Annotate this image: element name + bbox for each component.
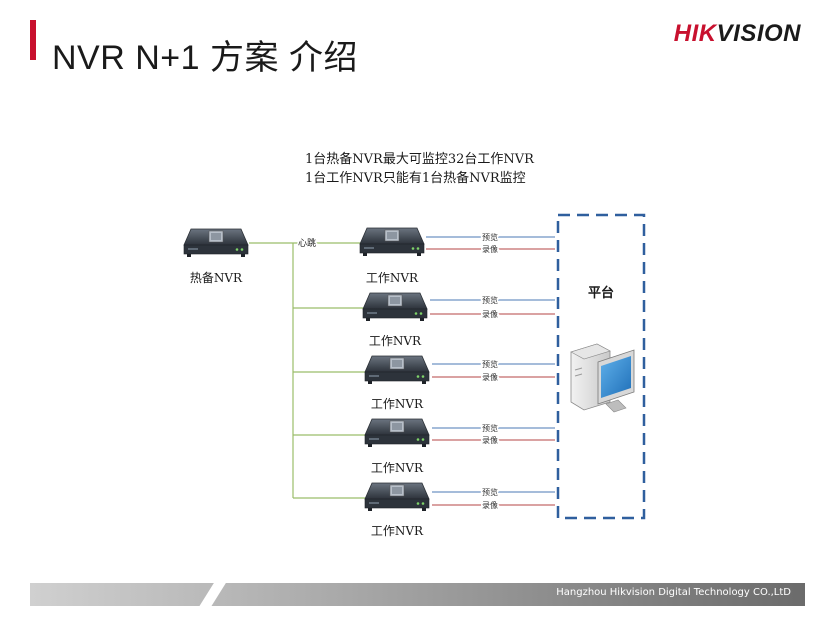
- work-nvr-unit: 工作NVR 预览 录像: [364, 418, 555, 475]
- computer-icon: [570, 343, 635, 413]
- work-nvr-unit: 工作NVR 预览 录像: [364, 355, 555, 411]
- record-label: 录像: [482, 244, 498, 254]
- record-label: 录像: [482, 500, 498, 510]
- work-nvr-label: 工作NVR: [366, 271, 419, 285]
- hot-standby-nvr-icon: [183, 228, 249, 258]
- work-nvr-label: 工作NVR: [371, 461, 424, 475]
- preview-label: 预览: [482, 359, 498, 369]
- platform-label: 平台: [588, 285, 614, 301]
- work-nvr-unit: 工作NVR 预览 录像: [364, 482, 555, 538]
- footer-bar: [30, 583, 805, 606]
- heartbeat-label: 心跳: [298, 237, 316, 249]
- logo-dark-part: VISION: [716, 20, 801, 47]
- work-nvr-icon: [359, 227, 425, 257]
- record-label: 录像: [482, 309, 498, 319]
- work-nvr-unit: 工作NVR 预览 录像: [362, 292, 555, 348]
- work-nvr-icon: [364, 418, 430, 448]
- work-nvr-icon: [364, 355, 430, 385]
- work-nvr-unit: 工作NVR 预览 录像: [359, 227, 555, 285]
- work-nvr-label: 工作NVR: [369, 334, 422, 348]
- platform-box: [556, 213, 646, 520]
- work-nvr-label: 工作NVR: [371, 524, 424, 538]
- preview-label: 预览: [482, 423, 498, 433]
- preview-label: 预览: [482, 487, 498, 497]
- diagram-note-1: 1台热备NVR最大可监控32台工作NVR: [305, 151, 535, 167]
- footer-company: Hangzhou Hikvision Digital Technology CO…: [556, 587, 791, 598]
- work-nvr-icon: [362, 292, 428, 322]
- logo-red-part: HIK: [673, 20, 717, 47]
- work-nvr-label: 工作NVR: [371, 397, 424, 411]
- preview-label: 预览: [482, 232, 498, 242]
- hikvision-logo: HIKVISION: [674, 20, 801, 48]
- heartbeat-lines: [249, 242, 366, 499]
- hot-standby-nvr-label: 热备NVR: [190, 271, 243, 285]
- record-label: 录像: [482, 372, 498, 382]
- record-label: 录像: [482, 435, 498, 445]
- preview-label: 预览: [482, 295, 498, 305]
- work-nvr-icon: [364, 482, 430, 512]
- page-title: NVR N+1 方案 介绍: [52, 39, 358, 77]
- title-accent-bar: [30, 20, 36, 60]
- diagram-note-2: 1台工作NVR只能有1台热备NVR监控: [305, 170, 526, 186]
